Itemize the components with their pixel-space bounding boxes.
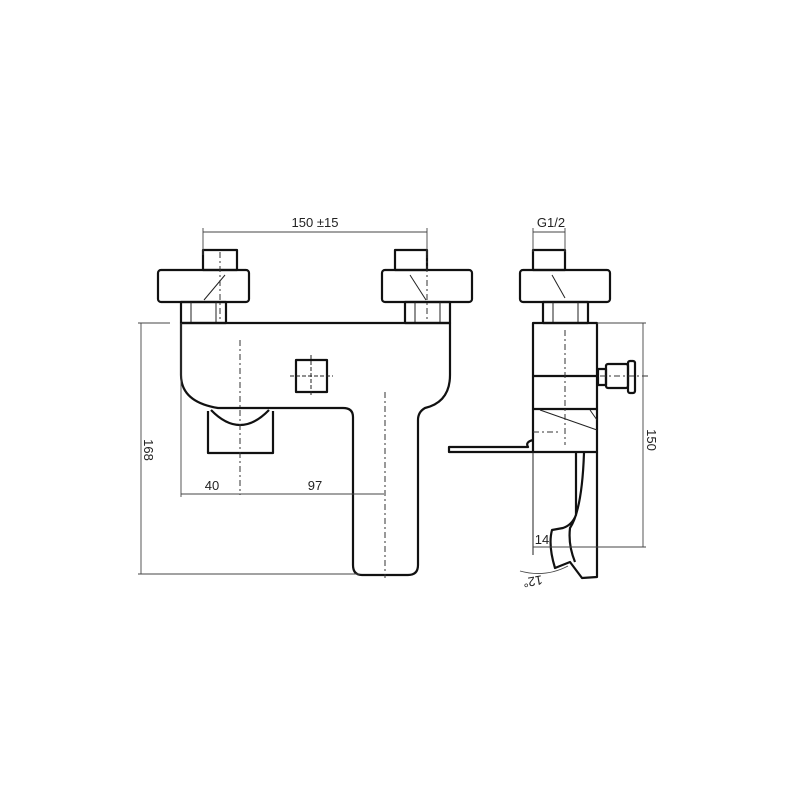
side-inlet-connector [518,248,612,325]
offset-left-label: 40 [205,478,219,493]
spout [206,409,275,455]
height-label: 168 [141,439,156,461]
inlet-spacing-label: 150 ±15 [292,215,339,230]
thread-label: G1/2 [537,215,565,230]
angle-label: 12° [522,572,544,590]
diverter-button [596,359,648,395]
left-inlet-connector [156,248,251,325]
front-view: 150 ±15 168 40 97 [138,215,474,578]
side-height-label: 150 [644,429,659,451]
side-lever [447,438,534,454]
depth-label: 14 [535,532,549,547]
offset-spout-label: 97 [308,478,322,493]
side-view: G1/2 150 14 12° [447,215,659,591]
right-inlet-connector [380,248,474,325]
side-handle [549,452,599,580]
